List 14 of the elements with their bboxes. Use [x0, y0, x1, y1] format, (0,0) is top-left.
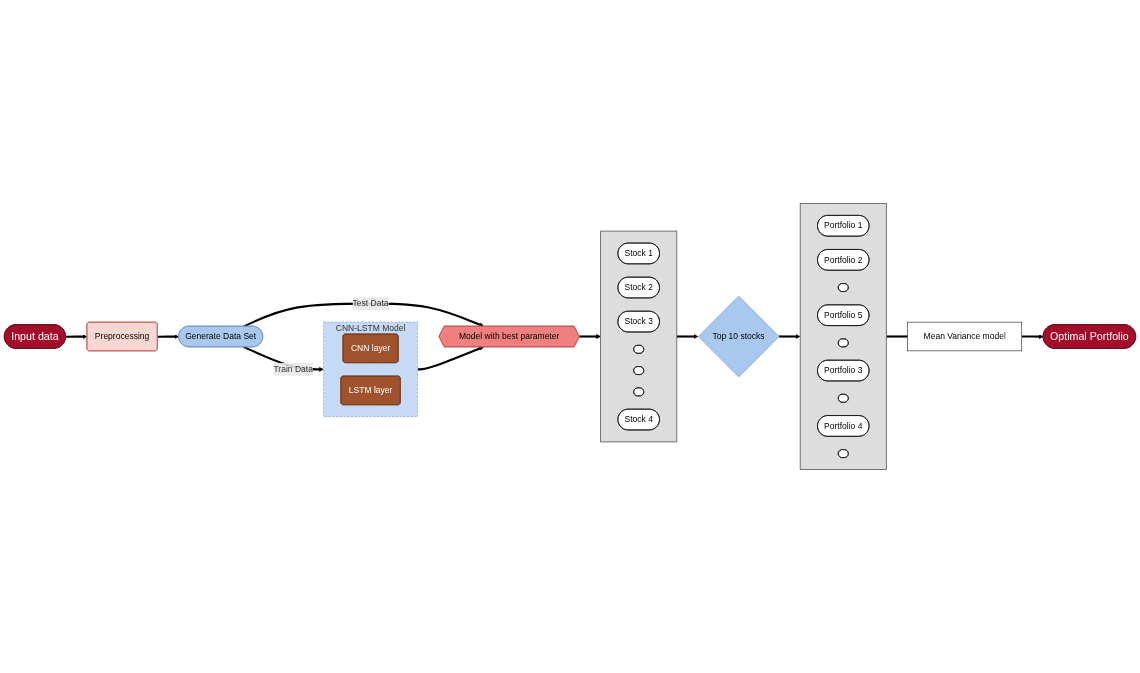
cluster [799, 203, 887, 470]
arrow [417, 346, 484, 371]
edge-label: Train Data [273, 364, 313, 374]
arrow [579, 334, 601, 339]
arrow [65, 334, 88, 339]
arrow [1021, 334, 1044, 339]
cluster [600, 230, 678, 443]
edge-label: Test Data [352, 298, 389, 308]
node-box: Mean Variance model [907, 321, 1023, 352]
node-diamond: Top 10 stocks [698, 295, 780, 378]
arrow [778, 334, 801, 339]
connector [886, 335, 908, 338]
arrow [157, 334, 180, 339]
arrow [676, 334, 699, 339]
